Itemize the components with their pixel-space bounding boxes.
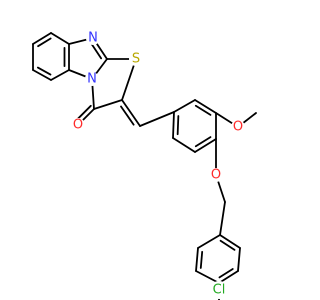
bond-layer <box>32 32 257 300</box>
sulfur-atom: S <box>132 52 140 67</box>
imine-nitrogen-atom: N <box>88 31 98 46</box>
chlorine-atom-background <box>210 281 228 299</box>
carbonyl-oxygen-atom: O <box>73 118 83 133</box>
atom-label-layer: N N S O O O Cl <box>71 31 245 299</box>
molecule-structure-diagram: N N S O O O Cl <box>32 31 257 300</box>
bond-r5-r6-second <box>194 104 212 116</box>
ether-oxygen-atom: O <box>211 168 221 183</box>
bond-b4-b5-second <box>36 66 52 76</box>
bond-r2-r3 <box>172 137 196 153</box>
bond-r6-r1 <box>173 99 196 113</box>
ring-nitrogen-atom-background <box>85 72 99 86</box>
bond-c1-c2-second <box>219 239 236 251</box>
bond-r5-r6 <box>194 99 217 114</box>
bond-c2-c3 <box>237 247 241 272</box>
sulfur-atom-background <box>129 52 143 66</box>
carbonyl-oxygen-atom-background <box>71 118 85 132</box>
bond-CH-r1 <box>139 111 175 127</box>
bond-c3-c4-second <box>218 268 234 279</box>
bond-r3-r4-second <box>194 136 212 148</box>
bond-C_exo-C_co <box>93 99 123 110</box>
bond-S-C_exo <box>121 58 137 101</box>
bond-b1-b2 <box>50 32 70 45</box>
ring-nitrogen-atom: N <box>87 72 97 87</box>
bond-c4-c5 <box>195 270 220 284</box>
methoxy-oxygen-atom: O <box>233 120 243 135</box>
bond-c3-c4 <box>218 270 239 284</box>
bond-CH2-c1 <box>219 201 226 236</box>
imine-nitrogen-atom-background <box>86 31 100 45</box>
bond-c1-c2 <box>219 234 241 249</box>
bond-b6-b1 <box>32 32 52 45</box>
bond-c5-c6 <box>195 247 199 272</box>
bond-r1-r2 <box>172 111 175 139</box>
bond-C_exo-CH <box>121 99 141 127</box>
bond-c5-c6-second <box>199 250 204 269</box>
bond-N_imine-C2-second <box>90 42 103 60</box>
bond-r3-r4 <box>194 138 217 153</box>
bond-b4-b5 <box>32 69 52 81</box>
bond-C_exo-CH-second <box>120 105 135 126</box>
chlorine-atom: Cl <box>213 283 226 298</box>
methoxy-oxygen-atom-background <box>231 120 245 134</box>
bond-r1-r2-second <box>176 115 180 136</box>
bond-c6-c1 <box>197 234 221 249</box>
bond-b6-b1-second <box>37 37 52 48</box>
ether-oxygen-atom-background <box>209 168 223 182</box>
bond-b3-b4 <box>50 69 70 81</box>
